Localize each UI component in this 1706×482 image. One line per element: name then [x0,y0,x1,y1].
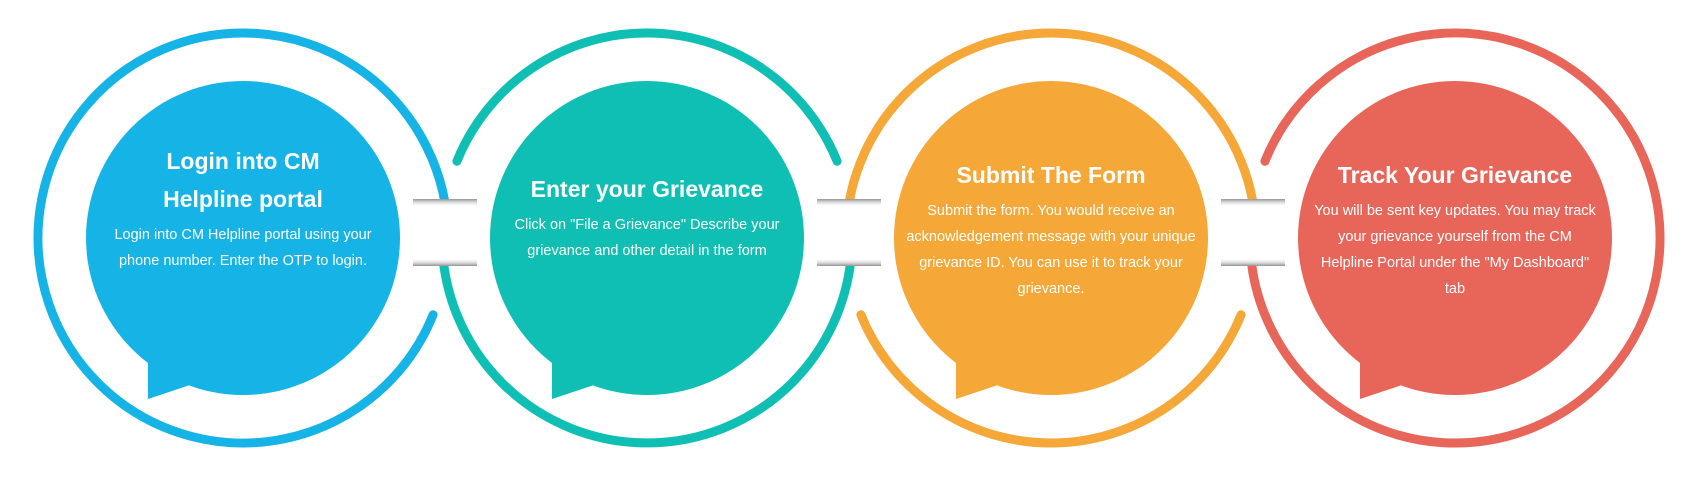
connector-band [1221,199,1285,266]
connector-band [413,199,477,266]
teal-speech-bubble [490,81,804,399]
blue-ring-arc [33,28,453,448]
step-description: You will be sent key updates. You may tr… [1314,203,1596,297]
orange-ring-arc [841,28,1261,243]
connector-band [817,199,881,266]
step-description: Click on "File a Grievance" Describe you… [514,217,780,259]
orange-ring-arc [856,310,1246,448]
step-title: Submit The Form [956,162,1146,188]
blue-speech-bubble [86,81,400,399]
step-description: Submit the form. You would receive an ac… [906,203,1196,297]
step-description: Login into CM Helpline portal using your… [114,227,372,269]
step-3-submit-form: Submit The Form Submit the form. You wou… [906,156,1196,302]
teal-ring-arc [437,233,857,448]
step-title: Login into CM Helpline portal [163,148,323,212]
step-1-login: Login into CM Helpline portal Login into… [98,142,388,274]
step-2-enter-grievance: Enter your Grievance Click on "File a Gr… [502,170,792,264]
step-title: Track Your Grievance [1337,162,1573,188]
red-ring-arc [1245,28,1665,448]
orange-speech-bubble [894,81,1208,399]
teal-ring-arc [452,28,842,166]
red-speech-bubble [1298,81,1612,399]
step-title: Enter your Grievance [530,176,764,202]
step-4-track-grievance: Track Your Grievance You will be sent ke… [1310,156,1600,302]
